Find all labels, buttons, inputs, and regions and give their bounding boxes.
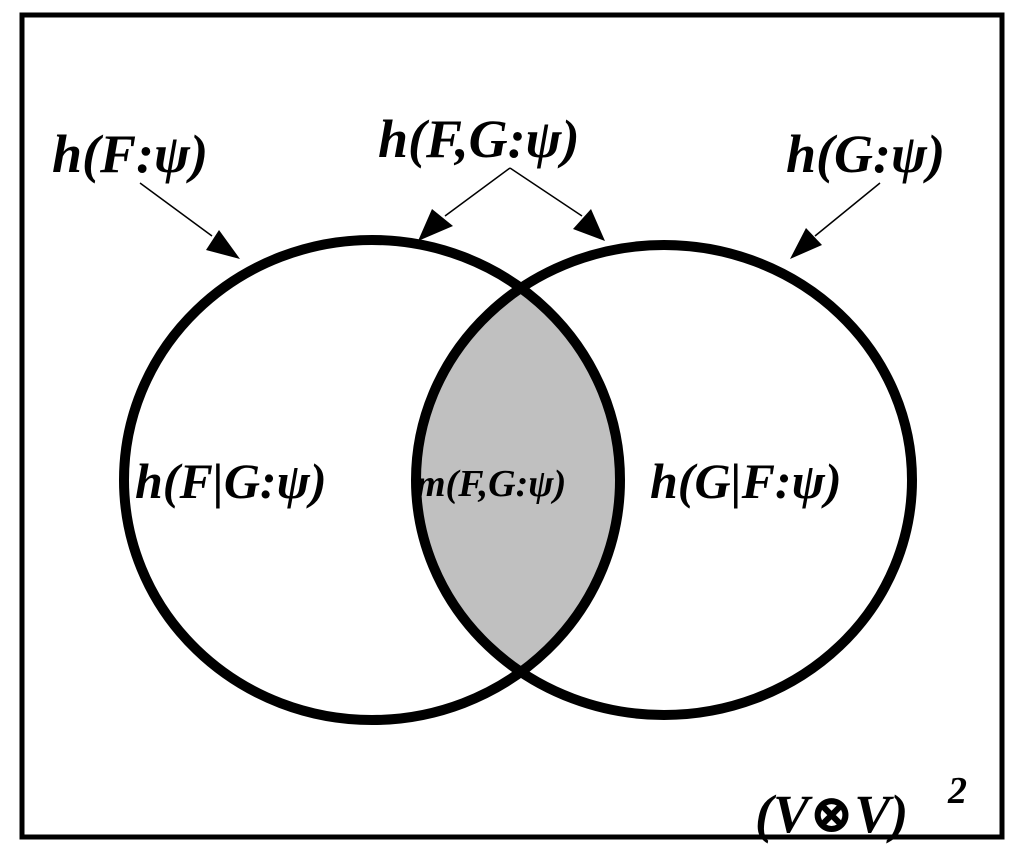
- set-g-circle: [411, 240, 917, 720]
- label-h-fg-joint: h(F,G:ψ): [378, 109, 580, 169]
- label-h-f: h(F:ψ): [52, 124, 208, 184]
- pointer-arrow-joint-left: [418, 209, 453, 241]
- intersection-region: [416, 245, 620, 715]
- label-h-g-given-f: h(G|F:ψ): [650, 453, 842, 509]
- universe-exponent: 2: [947, 770, 967, 812]
- pointer-line-joint-right: [509, 167, 583, 217]
- universe-label: (V⊗V): [755, 784, 908, 844]
- pointer-line-g: [814, 182, 881, 237]
- set-f-circle: [119, 235, 625, 725]
- label-m-fg: m(F,G:ψ): [416, 463, 566, 505]
- label-h-f-given-g: h(F|G:ψ): [135, 453, 327, 509]
- pointer-arrow-joint-right: [573, 209, 605, 241]
- pointer-line-f: [139, 182, 213, 237]
- label-h-g: h(G:ψ): [786, 124, 945, 184]
- pointer-line-joint-left: [444, 167, 511, 217]
- pointer-arrow-f: [206, 230, 240, 259]
- pointer-arrow-g: [790, 228, 822, 259]
